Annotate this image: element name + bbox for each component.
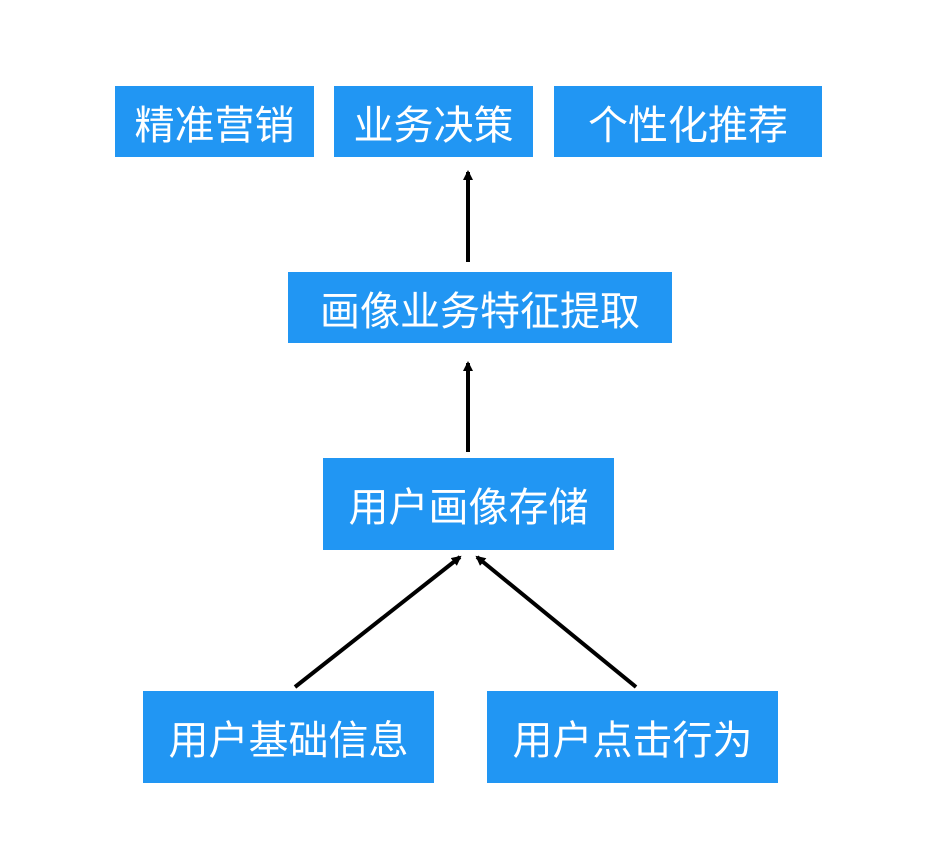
user-basic-info-box: 用户基础信息 bbox=[143, 691, 434, 783]
arrow-click-to-storage bbox=[475, 555, 638, 689]
profile-storage-label: 用户画像存储 bbox=[348, 485, 589, 531]
user-click-behavior-box: 用户点击行为 bbox=[487, 691, 778, 783]
arrow-basic-to-storage bbox=[293, 555, 462, 689]
marketing-label: 精准营销 bbox=[134, 102, 295, 149]
business-decision-label: 业务决策 bbox=[353, 102, 514, 149]
personalized-recommendation-label: 个性化推荐 bbox=[588, 102, 788, 149]
personalized-recommendation-box: 个性化推荐 bbox=[554, 86, 822, 157]
user-click-behavior-label: 用户点击行为 bbox=[512, 718, 753, 764]
profile-storage-box: 用户画像存储 bbox=[323, 458, 614, 550]
feature-extraction-label: 画像业务特征提取 bbox=[320, 288, 640, 335]
business-decision-box: 业务决策 bbox=[334, 86, 533, 157]
feature-extraction-box: 画像业务特征提取 bbox=[288, 272, 672, 343]
marketing-box: 精准营销 bbox=[115, 86, 314, 157]
user-basic-info-label: 用户基础信息 bbox=[168, 718, 409, 764]
